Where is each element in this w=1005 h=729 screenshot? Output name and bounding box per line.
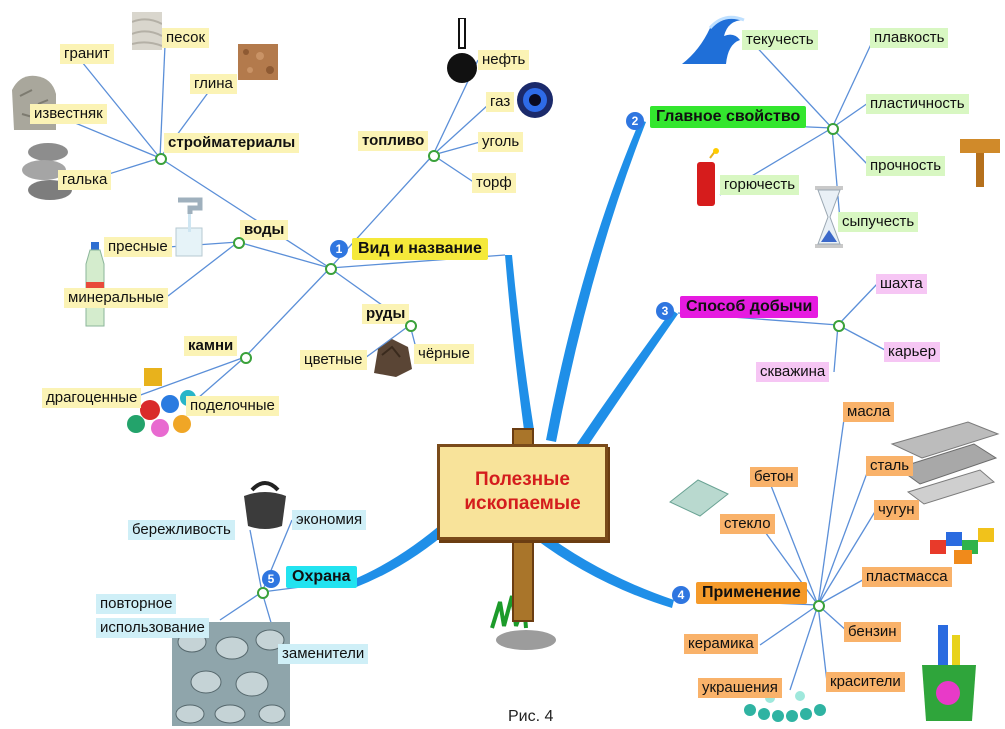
pesok-label: песок: [162, 28, 210, 48]
branch-2-title: Главное свойство: [650, 106, 807, 128]
masla-label: масла: [843, 402, 895, 422]
paint-bucket-icon: [922, 625, 976, 721]
branch-5-number: 5: [262, 570, 280, 588]
center-signboard: Полезные ископаемые: [437, 444, 608, 540]
vody-node[interactable]: [233, 237, 245, 249]
branch-3-number: 3: [656, 302, 674, 320]
hourglass-icon: [815, 186, 843, 248]
hammer-icon: [960, 139, 1000, 187]
branch-3-title: Способ добычи: [680, 296, 819, 318]
ore-icon: [374, 339, 412, 377]
glass-pane-icon: [669, 479, 729, 517]
galka-label: галька: [58, 170, 112, 190]
stal-label: сталь: [866, 456, 914, 476]
chugun-label: чугун: [874, 500, 919, 520]
gaz-label: газ: [486, 92, 515, 112]
branch-1-number: 1: [330, 240, 348, 258]
povtornoe-label: повторное: [96, 594, 177, 614]
dragotsennye-label: драгоценные: [42, 388, 142, 408]
benzin-label: бензин: [844, 622, 901, 642]
clay-icon: [238, 44, 278, 80]
toplivo-label: топливо: [358, 131, 429, 151]
izvestnyak-label: известняк: [30, 104, 107, 124]
sypuchest-label: сыпучесть: [838, 212, 919, 232]
sand-icon: [132, 12, 162, 50]
plavkost-label: плавкость: [870, 28, 949, 48]
goryuchest-label: горючесть: [720, 175, 800, 195]
ispolzovanie-label: использование: [96, 618, 209, 638]
branch-2-node[interactable]: [827, 123, 839, 135]
rudy-label: руды: [362, 304, 410, 324]
ukrasheniya-label: украшения: [698, 678, 782, 698]
podelochnye-label: поделочные: [186, 396, 279, 416]
oil-flask-icon: [447, 18, 477, 83]
figure-caption: Рис. 4: [508, 708, 554, 725]
steel-beams-icon: [890, 421, 1000, 505]
rudy-node[interactable]: [405, 320, 417, 332]
chernye-label: чёрные: [414, 344, 474, 364]
ekonomiya-label: экономия: [292, 510, 367, 530]
branch-1-node[interactable]: [325, 263, 337, 275]
faucet-icon: [175, 197, 203, 257]
center-title-line2: ископаемые: [464, 493, 581, 514]
glina-label: глина: [190, 74, 237, 94]
kamni-label: камни: [184, 336, 238, 356]
granit-label: гранит: [60, 44, 114, 64]
branch-4-node[interactable]: [813, 600, 825, 612]
plastmassa-label: пластмасса: [862, 567, 952, 587]
pebbles-icon: [22, 143, 72, 200]
branch-5-title: Охрана: [286, 566, 357, 588]
mineralnye-label: минеральные: [64, 288, 168, 308]
plastichnost-label: пластичность: [866, 94, 969, 114]
branch-4-title: Применение: [696, 582, 807, 604]
recycled-glass-icon: [172, 622, 290, 726]
neft-label: нефть: [478, 50, 530, 70]
stroymaterialy-node[interactable]: [155, 153, 167, 165]
krasiteli-label: красители: [826, 672, 905, 692]
branch-2-number: 2: [626, 112, 644, 130]
plastic-blocks-icon: [930, 528, 994, 564]
karer-label: карьер: [884, 342, 941, 362]
shakhta-label: шахта: [876, 274, 927, 294]
steklo-label: стекло: [720, 514, 775, 534]
center-title-line1: Полезные: [475, 469, 570, 490]
branch-3-node[interactable]: [833, 320, 845, 332]
toplivo-node[interactable]: [428, 150, 440, 162]
purse-icon: [244, 481, 286, 529]
berezhlivost-label: бережливость: [128, 520, 235, 540]
beton-label: бетон: [750, 467, 798, 487]
gas-burner-icon: [517, 82, 553, 118]
stroymaterialy-label: стройматериалы: [164, 133, 300, 153]
skvazhina-label: скважина: [756, 362, 830, 382]
branch-4-number: 4: [672, 586, 690, 604]
branch-5-node[interactable]: [257, 587, 269, 599]
keramika-label: керамика: [684, 634, 758, 654]
ugol-label: уголь: [478, 132, 524, 152]
zameniteli-label: заменители: [278, 644, 369, 664]
prochnost-label: прочность: [866, 156, 946, 176]
dynamite-icon: [697, 148, 719, 206]
tsvetnye-label: цветные: [300, 350, 367, 370]
vody-label: воды: [240, 220, 289, 240]
tekuchest-label: текучесть: [742, 30, 818, 50]
presnye-label: пресные: [104, 237, 172, 257]
wave-icon: [682, 15, 745, 64]
torf-label: торф: [472, 173, 516, 193]
kamni-node[interactable]: [240, 352, 252, 364]
branch-1-title: Вид и название: [352, 238, 488, 260]
